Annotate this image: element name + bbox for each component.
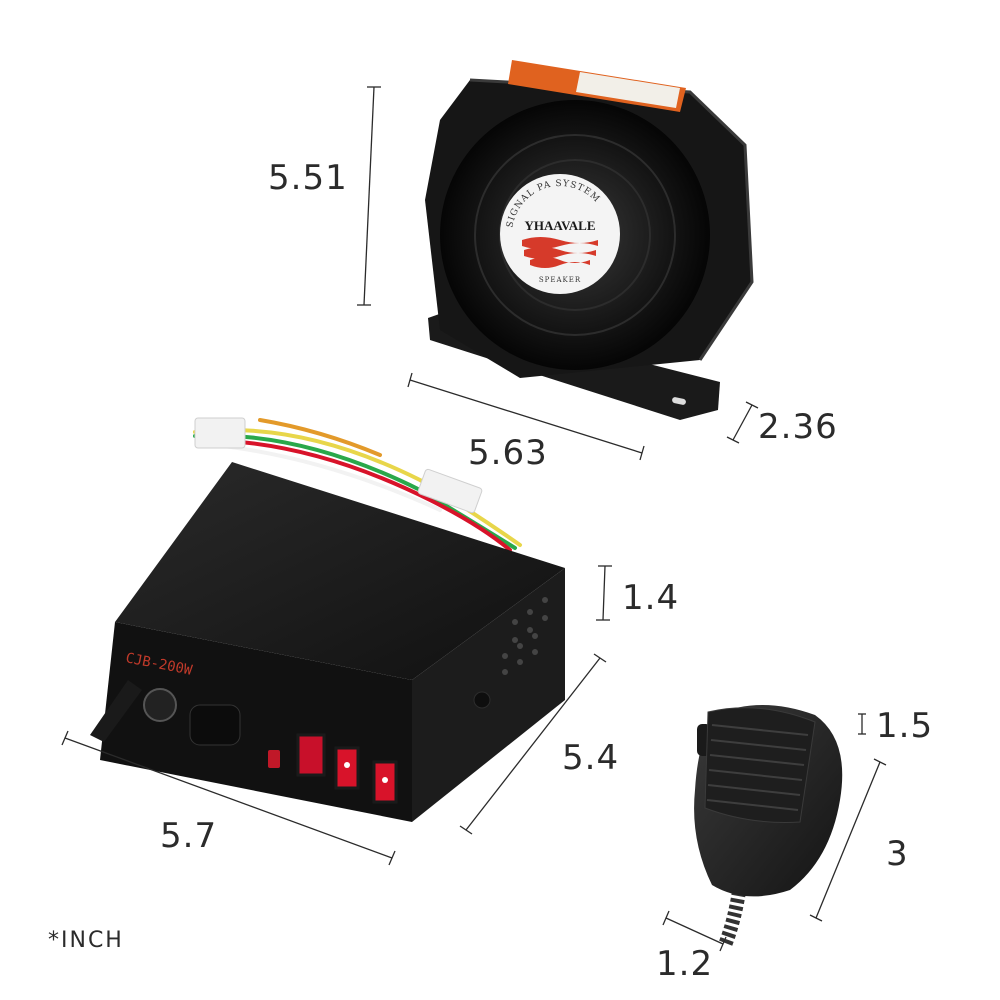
speaker-depth-label: 2.36 [758,407,838,447]
handheld-microphone [694,705,843,948]
controller-height-label: 1.4 [622,578,680,618]
unit-note: *INCH [48,928,124,953]
speaker-label-bottom: SPEAKER [539,276,581,284]
wire-connector [194,417,246,449]
controller-width-label: 5.7 [160,816,218,856]
volume-knob [143,688,177,722]
bracket-slot [672,397,686,405]
dimension-lines [61,86,887,952]
controller-depth-label: 5.4 [562,738,620,778]
siren-speaker: SIGNAL PA SYSTEM YHAAVALE SPEAKER [425,60,754,420]
mic-jack [90,680,142,742]
controller-front [100,622,412,822]
mic-height-label: 3 [886,834,909,874]
mic-depth-label: 1.5 [876,706,934,746]
speaker-brand: YHAAVALE [524,218,595,233]
mic-width-label: 1.2 [656,944,714,984]
siren-controller: CJB-200W [90,417,565,822]
wire-connector [417,468,483,514]
tone-selector-knob [189,704,241,746]
rocker-switch-1 [296,733,326,777]
mic-cord [718,884,747,948]
toggle-switch [268,750,280,768]
speaker-width-label: 5.63 [468,433,548,473]
controller-top [115,462,565,680]
speaker-height-label: 5.51 [268,158,348,198]
vent-holes [502,597,548,675]
